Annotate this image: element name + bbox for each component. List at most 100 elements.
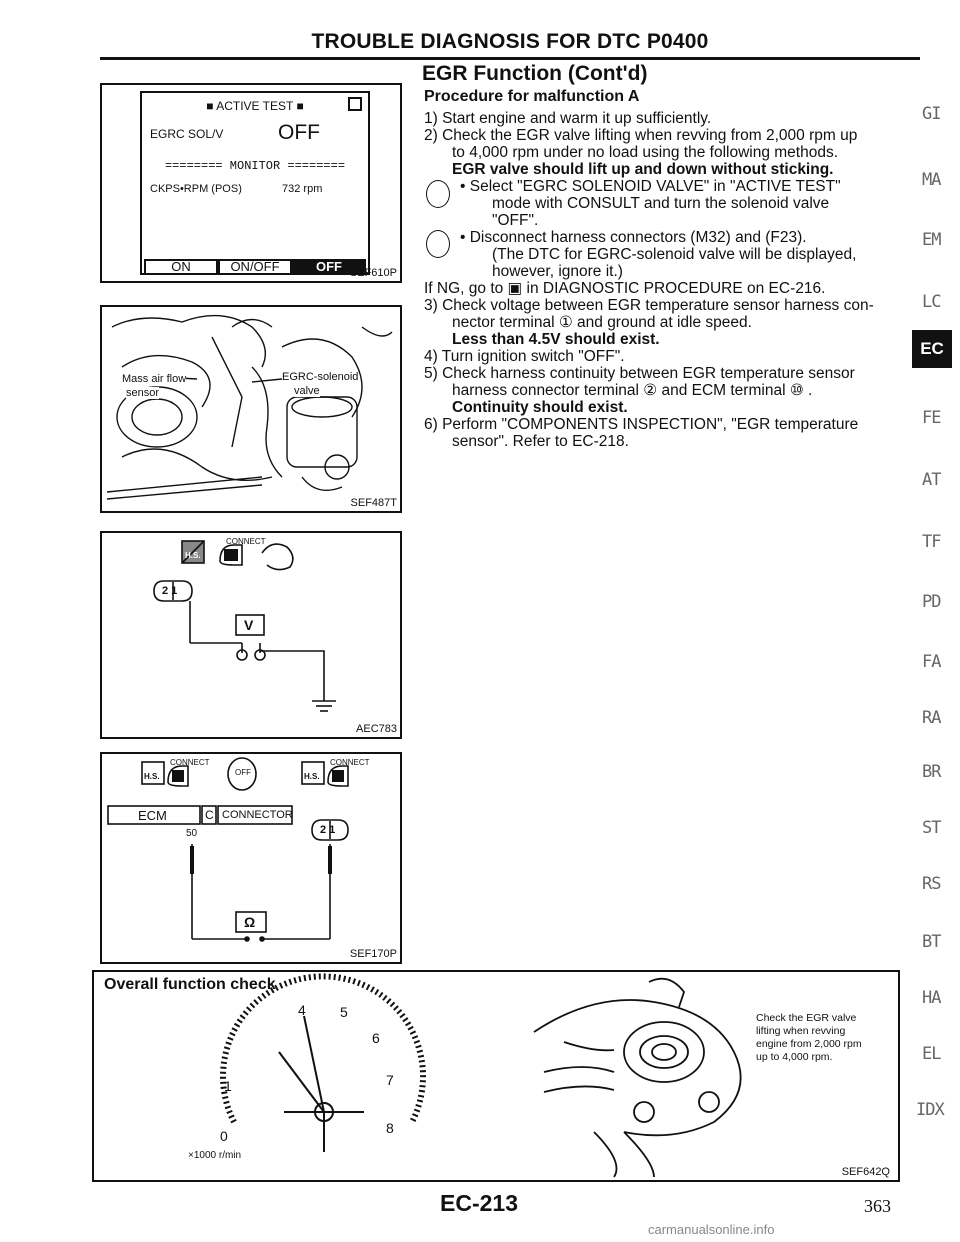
connector-terminals: 2 1 <box>162 585 178 597</box>
tach-num-4: 4 <box>298 1002 306 1018</box>
tab-ma[interactable]: MA <box>922 170 942 190</box>
tach-unit: ×1000 r/min <box>188 1150 242 1161</box>
terminal-50-label: 50 <box>186 828 198 839</box>
no-tools-icon <box>426 230 450 258</box>
figure-code: AEC783 <box>356 723 397 735</box>
connect-label-a: CONNECT <box>170 758 210 767</box>
step-1: 1) Start engine and warm it up sufficien… <box>424 110 712 127</box>
maf-label-line1: Mass air flow <box>122 373 187 385</box>
egrc-label-line2: valve <box>294 385 320 397</box>
tach-num-8: 8 <box>386 1120 394 1136</box>
tab-tf[interactable]: TF <box>922 532 942 552</box>
tab-lc[interactable]: LC <box>922 292 942 312</box>
on-button[interactable]: ON <box>144 259 218 275</box>
step-6-line1: 6) Perform "COMPONENTS INSPECTION", "EGR… <box>424 416 859 433</box>
header-rule <box>100 57 920 60</box>
page-title: TROUBLE DIAGNOSIS FOR DTC P0400 <box>311 30 709 53</box>
egrc-sol-label: EGRC SOL/V <box>150 127 224 141</box>
connector-terminals: 2 1 <box>320 824 336 836</box>
consult-screen-figure: ■ ACTIVE TEST ■ EGRC SOL/V OFF ======== … <box>100 83 402 283</box>
voltage-check-figure: CONNECT H.S. 2 1 V AEC783 <box>100 531 402 739</box>
ohmmeter-label: Ω <box>244 914 256 930</box>
step-5-line1: 5) Check harness continuity between EGR … <box>424 365 855 382</box>
continuity-check-figure: CONNECT CONNECT H.S. H.S. OFF ECM C CONN… <box>100 752 402 964</box>
onoff-button[interactable]: ON/OFF <box>218 259 292 275</box>
tab-br[interactable]: BR <box>922 762 942 782</box>
tach-num-0: 0 <box>220 1128 228 1144</box>
note-line3: engine from 2,000 rpm <box>756 1038 862 1050</box>
c-label: C <box>205 808 214 822</box>
step-2-method-b3: however, ignore it.) <box>492 263 623 280</box>
tab-el[interactable]: EL <box>922 1044 942 1064</box>
step-6-line2: sensor". Refer to EC-218. <box>452 433 629 450</box>
tab-pd[interactable]: PD <box>922 592 942 612</box>
step-3-line1: 3) Check voltage between EGR temperature… <box>424 297 874 314</box>
overall-function-check-figure: Overall function check ×1000 r/min 0 1 4 <box>92 970 900 1182</box>
maf-label-line2: sensor <box>126 387 160 399</box>
ckps-value: 732 rpm <box>282 183 323 195</box>
procedure-title: Procedure for malfunction A <box>424 88 640 105</box>
ecm-label: ECM <box>138 808 167 823</box>
step-2-line2: to 4,000 rpm under no load using the fol… <box>452 144 839 161</box>
page-code: EC-213 <box>440 1190 518 1216</box>
step-5-spec: Continuity should exist. <box>452 399 628 416</box>
egrc-sol-value: OFF <box>278 121 320 144</box>
voltage-diagram <box>153 540 336 712</box>
consult-buttons: ON ON/OFF OFF <box>144 259 366 275</box>
checkbox-icon <box>348 97 362 111</box>
tab-fe[interactable]: FE <box>922 408 942 428</box>
monitor-divider: ======== MONITOR ======== <box>164 159 346 173</box>
step-3-spec: Less than 4.5V should exist. <box>452 331 660 348</box>
egrc-label-line1: EGRC-solenoid <box>282 371 359 383</box>
tab-at[interactable]: AT <box>922 470 942 490</box>
step-5-line2: harness connector terminal ② and ECM ter… <box>452 382 813 399</box>
note-line1: Check the EGR valve <box>756 1012 857 1024</box>
connect-label-b: CONNECT <box>330 758 370 767</box>
tab-ra[interactable]: RA <box>922 708 942 728</box>
consult-icon <box>426 180 450 208</box>
tab-ha[interactable]: HA <box>922 988 942 1008</box>
note-line2: lifting when revving <box>756 1025 846 1037</box>
connect-label: CONNECT <box>226 537 266 546</box>
tach-num-7: 7 <box>386 1072 394 1088</box>
tab-bt[interactable]: BT <box>922 932 942 952</box>
engine-illustration <box>106 314 393 500</box>
hs-label-b: H.S. <box>304 772 320 781</box>
step-2-line1: 2) Check the EGR valve lifting when revv… <box>424 127 858 144</box>
page-number: 363 <box>864 1196 891 1216</box>
figure-code: SEF642Q <box>841 1166 890 1178</box>
tab-ec[interactable]: EC <box>912 330 952 368</box>
active-test-title: ■ ACTIVE TEST ■ <box>206 99 304 113</box>
tab-em[interactable]: EM <box>922 230 942 250</box>
step-3-line2: nector terminal ① and ground at idle spe… <box>452 314 752 331</box>
tab-gi[interactable]: GI <box>922 104 942 124</box>
section-title: EGR Function (Cont'd) <box>422 62 648 85</box>
step-2-method-a1: • Select "EGRC SOLENOID VALVE" in "ACTIV… <box>460 178 841 195</box>
off-button[interactable]: OFF <box>292 259 366 275</box>
watermark: carmanualsonline.info <box>648 1222 775 1237</box>
tach-num-1: 1 <box>224 1078 232 1094</box>
overall-check-illustration <box>220 973 742 1178</box>
figure-code: SEF487T <box>350 497 397 509</box>
step-4: 4) Turn ignition switch "OFF". <box>424 348 625 365</box>
figure-code: SEF170P <box>349 948 397 960</box>
ignition-off-label: OFF <box>235 768 251 777</box>
tab-fa[interactable]: FA <box>922 652 942 672</box>
step-2-method-a3: "OFF". <box>492 212 539 229</box>
connector-label: CONNECTOR <box>222 809 293 821</box>
tab-st[interactable]: ST <box>922 818 942 838</box>
overall-check-title: Overall function check <box>104 976 276 993</box>
consult-display: ■ ACTIVE TEST ■ EGRC SOL/V OFF ======== … <box>140 91 370 275</box>
tach-num-5: 5 <box>340 1004 348 1020</box>
figure-code: SEF610P <box>349 267 397 279</box>
engine-figure: Mass air flow sensor EGRC-solenoid valve… <box>100 305 402 513</box>
note-line4: up to 4,000 rpm. <box>756 1051 833 1063</box>
step-2-method-a2: mode with CONSULT and turn the solenoid … <box>492 195 830 212</box>
ng-instruction: If NG, go to ▣ in DIAGNOSTIC PROCEDURE o… <box>424 280 826 297</box>
tab-idx[interactable]: IDX <box>916 1100 945 1120</box>
hs-label: H.S. <box>185 551 201 560</box>
hs-label-a: H.S. <box>144 772 160 781</box>
step-2-method-b2: (The DTC for EGRC-solenoid valve will be… <box>492 246 857 263</box>
tab-rs[interactable]: RS <box>922 874 942 894</box>
step-2-method-b1: • Disconnect harness connectors (M32) an… <box>460 229 807 246</box>
